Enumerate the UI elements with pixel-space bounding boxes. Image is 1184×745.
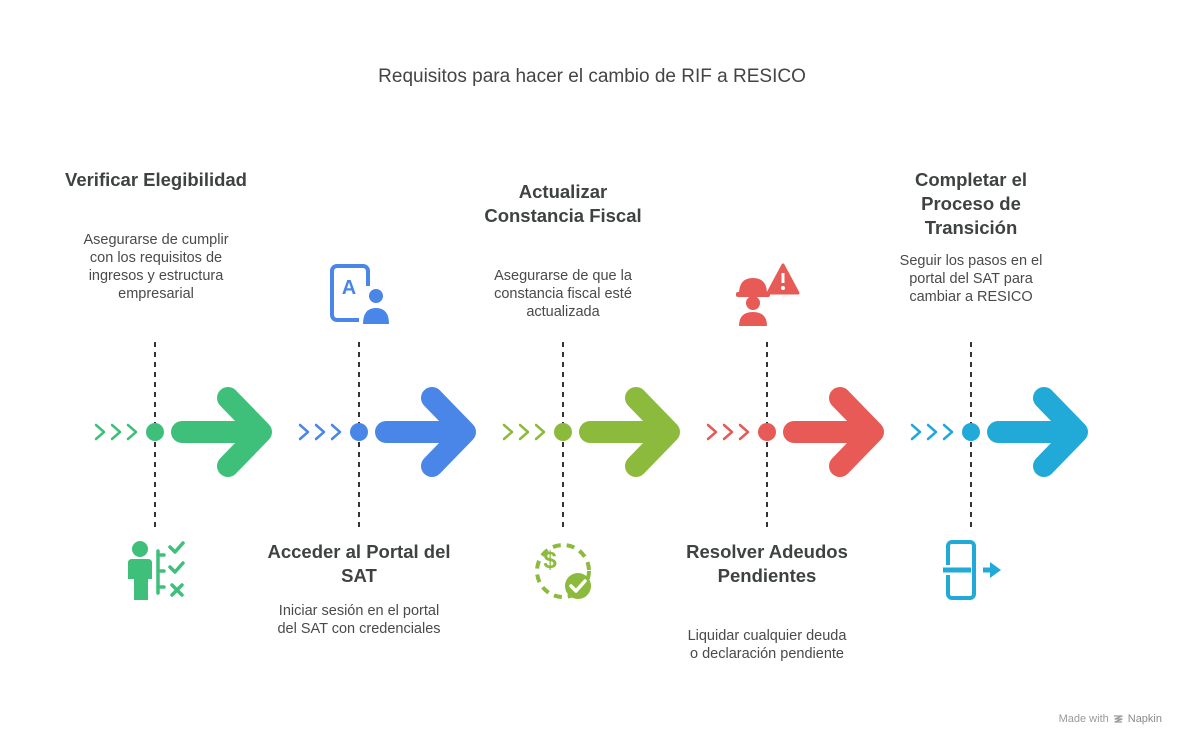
svg-text:A: A bbox=[342, 277, 356, 299]
step-4-arrow bbox=[783, 387, 884, 477]
step-1-node bbox=[146, 423, 164, 441]
step-3-chevrons bbox=[502, 423, 546, 441]
step-4-title: Resolver Adeudos Pendientes bbox=[686, 541, 848, 586]
step-3-arrow bbox=[579, 387, 680, 477]
step-1-title: Verificar Elegibilidad bbox=[65, 169, 247, 190]
svg-text:$: $ bbox=[543, 547, 557, 574]
person-checklist-icon bbox=[120, 535, 192, 607]
step-3-description: Asegurarse de que la constancia fiscal e… bbox=[494, 268, 632, 320]
step-5-arrow bbox=[987, 387, 1088, 477]
step-4-node bbox=[758, 423, 776, 441]
person-checklist-icon-svg bbox=[128, 541, 185, 600]
dollar-check-icon-svg: $ bbox=[535, 543, 591, 599]
napkin-logo-icon bbox=[1113, 714, 1123, 723]
exit-door-icon bbox=[935, 535, 1007, 607]
diagram-title: Requisitos para hacer el cambio de RIF a… bbox=[378, 66, 806, 87]
step-3-node bbox=[554, 423, 572, 441]
step-2-arrow bbox=[375, 387, 476, 477]
worker-warning-icon-svg bbox=[736, 263, 800, 326]
step-4-description: Liquidar cualquier deuda o declaración p… bbox=[687, 628, 847, 662]
step-3-title: Actualizar Constancia Fiscal bbox=[484, 181, 642, 226]
step-2-title: Acceder al Portal del SAT bbox=[267, 541, 451, 586]
napkin-watermark: Made with Napkin bbox=[1059, 713, 1162, 725]
step-5-title: Completar el Proceso de Transición bbox=[914, 169, 1028, 238]
dollar-check-icon: $ bbox=[527, 535, 599, 607]
step-2-track bbox=[298, 342, 476, 530]
step-2-node bbox=[350, 423, 368, 441]
login-user-icon-svg: A bbox=[330, 264, 393, 324]
step-5-track bbox=[910, 342, 1088, 530]
step-1-track bbox=[94, 342, 272, 530]
napkin-brand: Napkin bbox=[1127, 713, 1162, 725]
worker-warning-icon bbox=[731, 260, 803, 332]
step-5-node bbox=[962, 423, 980, 441]
step-4-chevrons bbox=[706, 423, 750, 441]
step-4-track bbox=[706, 342, 884, 530]
step-1-chevrons bbox=[94, 423, 138, 441]
login-user-icon: A bbox=[323, 258, 395, 330]
step-1-arrow bbox=[171, 387, 272, 477]
step-5-description: Seguir los pasos en el portal del SAT pa… bbox=[899, 253, 1043, 305]
step-2-description: Iniciar sesión en el portal del SAT con … bbox=[277, 603, 441, 637]
step-2-chevrons bbox=[298, 423, 342, 441]
step-3-track bbox=[502, 342, 680, 530]
step-5-chevrons bbox=[910, 423, 954, 441]
made-with-label: Made with bbox=[1058, 713, 1109, 725]
step-1-description: Asegurarse de cumplir con los requisitos… bbox=[83, 232, 229, 302]
exit-door-icon-svg bbox=[943, 540, 1001, 600]
